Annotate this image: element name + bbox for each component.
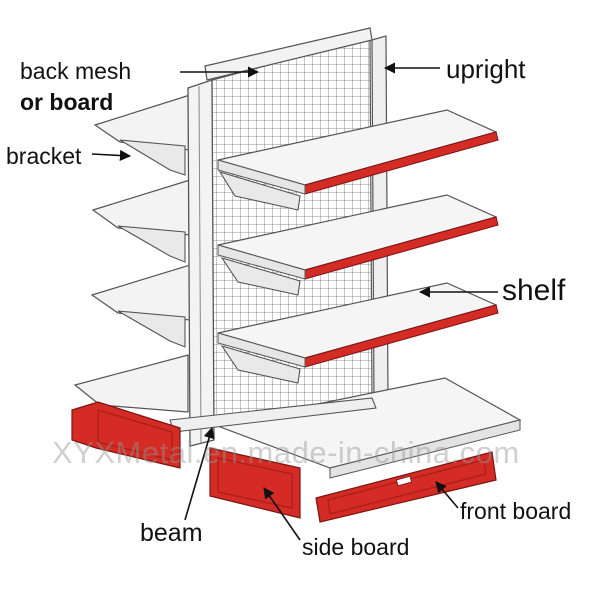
label-side-board: side board: [302, 534, 410, 560]
left-upright: [187, 79, 215, 447]
label-front-board: front board: [460, 498, 572, 524]
label-shelf: shelf: [502, 274, 566, 307]
side-board: [209, 447, 301, 519]
front-board: [315, 451, 497, 523]
label-bracket: bracket: [6, 143, 82, 169]
label-or-board: or board: [20, 89, 114, 115]
front-shelves: [212, 109, 522, 479]
front-brackets: [218, 171, 301, 384]
watermark: XYXMetal.en.made-in-china.com: [52, 435, 520, 470]
label-beam: beam: [140, 519, 203, 547]
rear-kick-board: [71, 401, 181, 469]
rear-brackets: [117, 139, 186, 348]
pointer-arrows: [91, 62, 498, 541]
label-upright: upright: [446, 54, 526, 84]
red-boards: [71, 401, 497, 523]
label-back-mesh: back mesh: [20, 58, 132, 84]
